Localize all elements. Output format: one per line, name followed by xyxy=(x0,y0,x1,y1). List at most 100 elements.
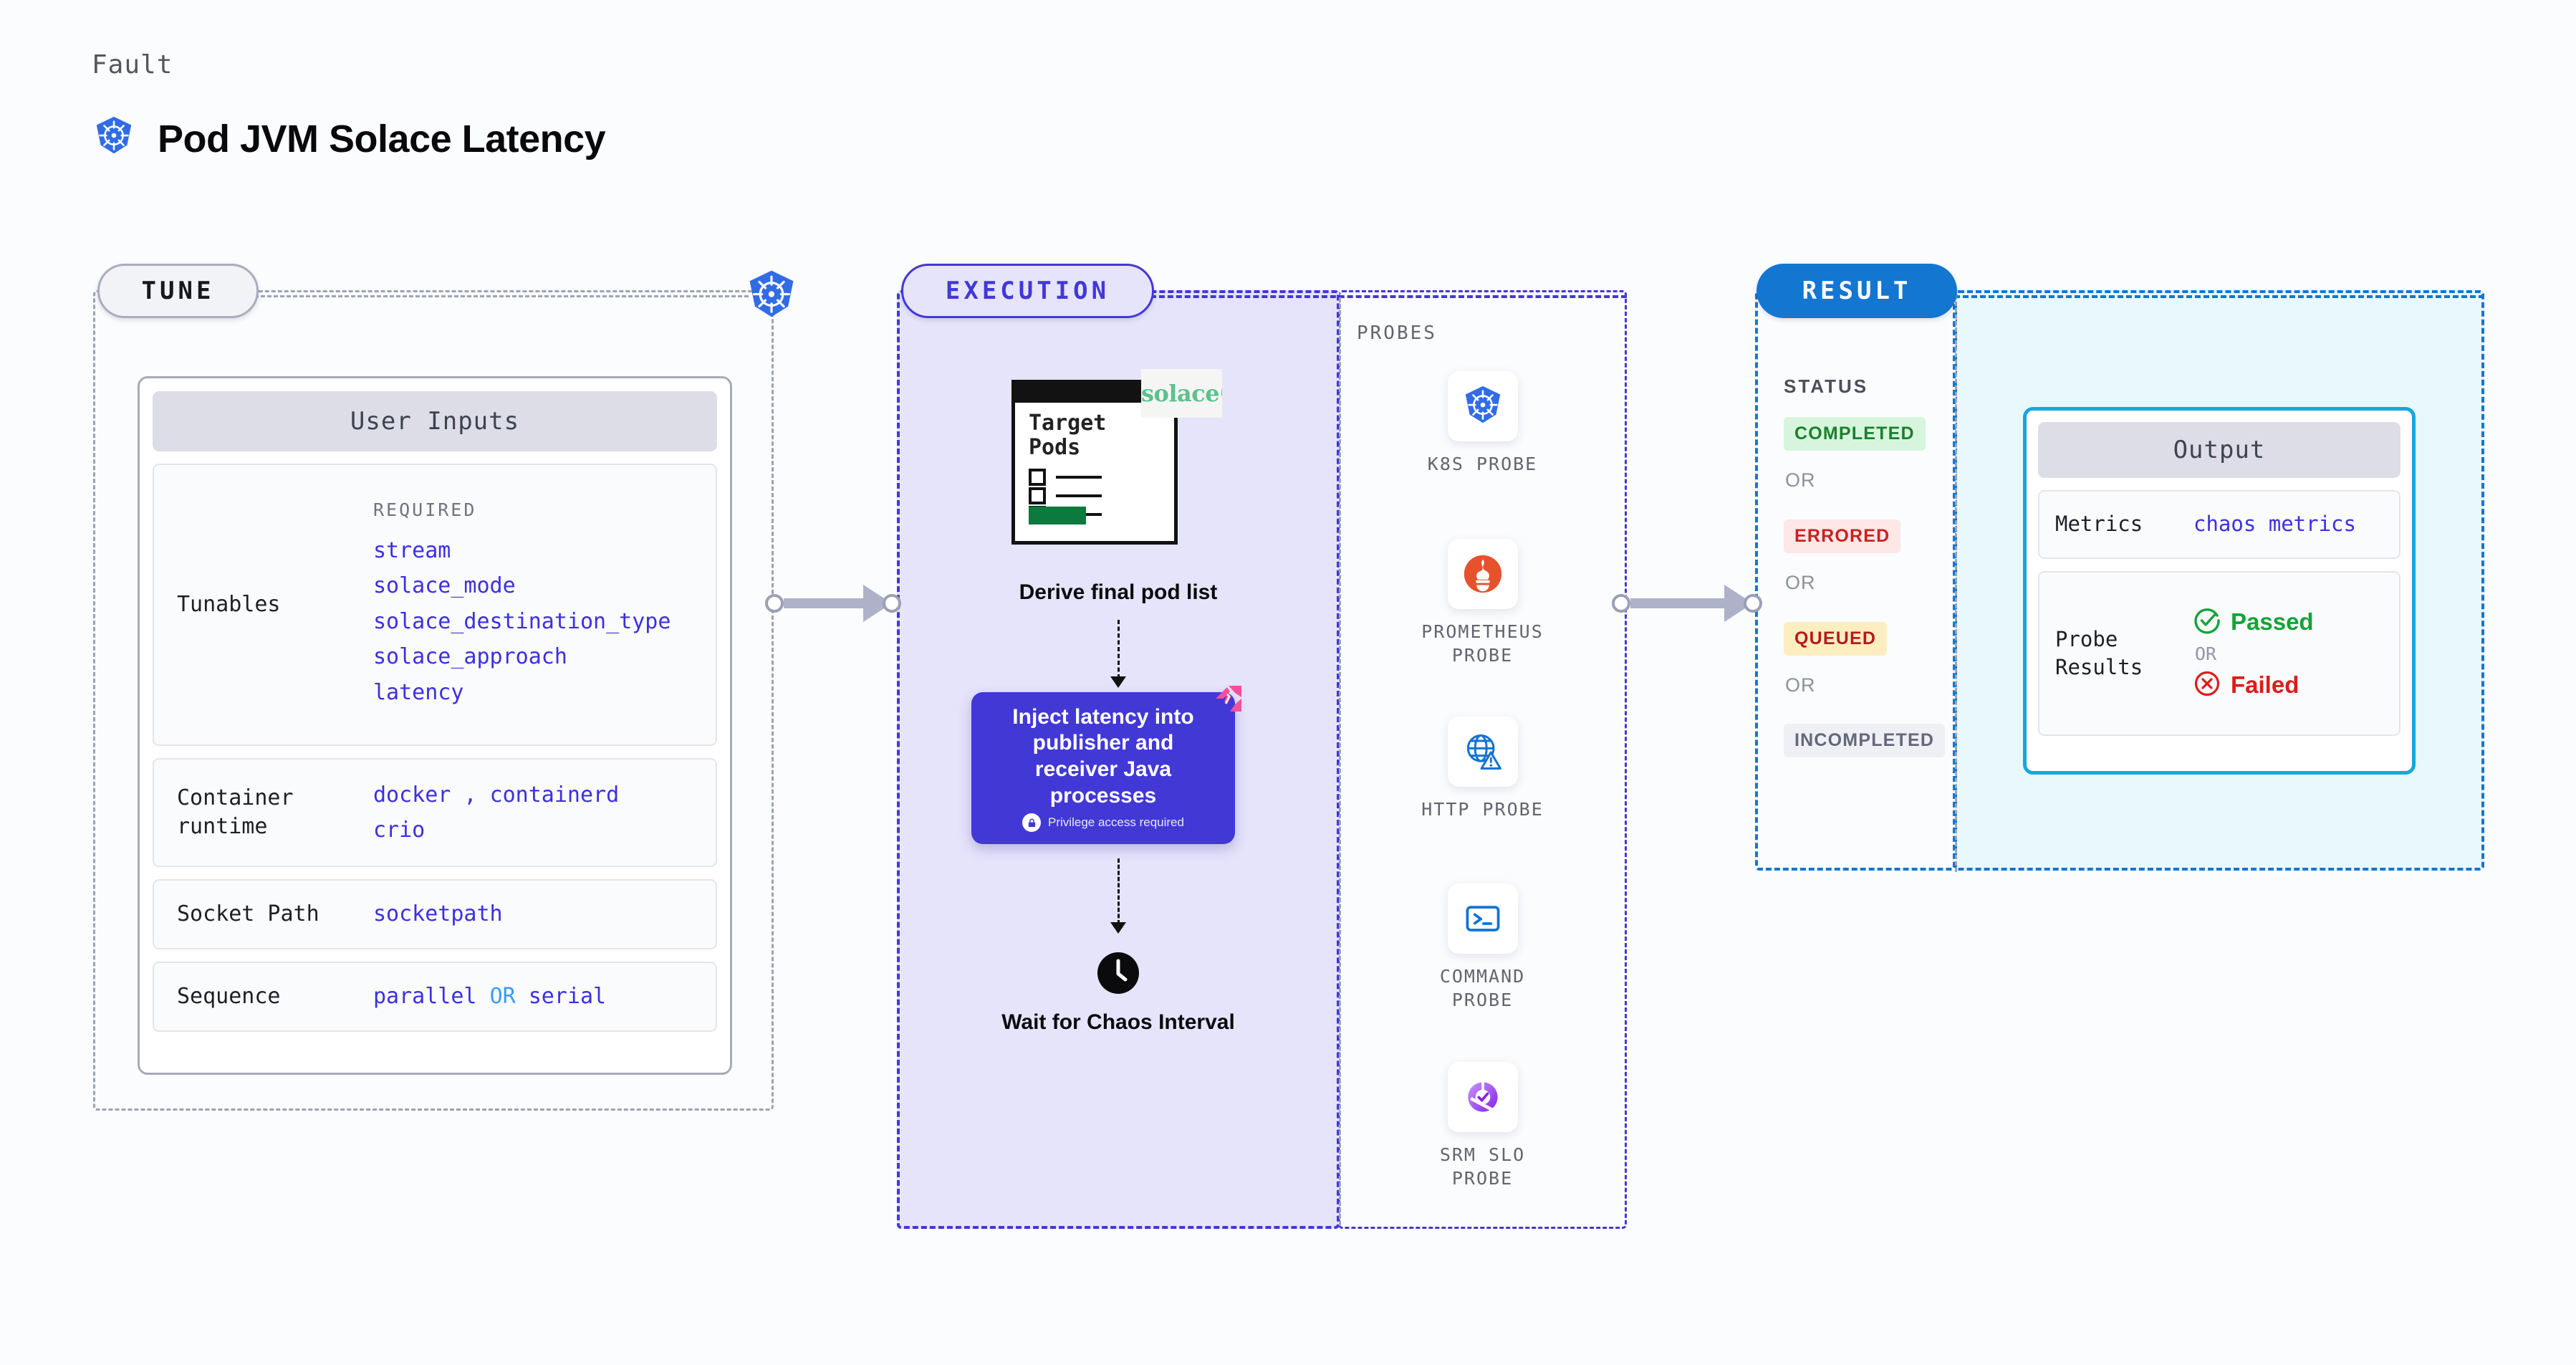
output-card-title: Output xyxy=(2038,422,2400,478)
connector-end-dot xyxy=(883,594,901,613)
value-containerd: containerd xyxy=(489,782,620,808)
page-title: Pod JVM Solace Latency xyxy=(158,117,606,161)
probe-label: HTTP PROBE xyxy=(1421,799,1544,820)
flow-arrow-head-2 xyxy=(1110,922,1126,934)
user-inputs-card-title: User Inputs xyxy=(153,391,717,451)
flow-arrow-head-1 xyxy=(1110,676,1126,688)
probe-k8s[interactable]: K8S PROBE xyxy=(1338,371,1627,476)
probe-label: SRM SLO PROBE xyxy=(1439,1144,1526,1189)
probe-http[interactable]: HTTP PROBE xyxy=(1338,717,1627,822)
sequence-row: Sequence parallel OR serial xyxy=(153,962,717,1032)
result-stage-chip[interactable]: RESULT xyxy=(1756,264,1957,318)
privilege-access-text: Privilege access required xyxy=(1048,815,1184,830)
tune-top-connector-line xyxy=(254,295,749,297)
fault-kicker: Fault xyxy=(92,50,173,80)
kubernetes-icon xyxy=(1447,371,1518,441)
result-stage-container xyxy=(1755,290,1956,871)
http-globe-warning-icon xyxy=(1447,717,1518,787)
probe-label: COMMAND PROBE xyxy=(1439,966,1526,1010)
probe-result-passed: Passed xyxy=(2193,607,2314,638)
flow-arrow-line-2 xyxy=(1118,858,1120,924)
probe-results-row-key: Probe Results xyxy=(2055,626,2143,679)
connector-tune-to-execution xyxy=(765,585,901,622)
probes-title: PROBES xyxy=(1357,322,1437,344)
tunables-row-key: Tunables xyxy=(177,591,281,617)
solace-logo: solace xyxy=(1141,369,1222,418)
socket-path-row-key: Socket Path xyxy=(177,901,319,926)
check-circle-icon xyxy=(2193,607,2221,638)
required-label: REQUIRED xyxy=(373,499,477,520)
tunables-row: Tunables REQUIRED stream solace_mode sol… xyxy=(153,464,717,746)
tune-stage-chip[interactable]: TUNE xyxy=(97,264,259,318)
inject-latency-label: Inject latency into publisher and receiv… xyxy=(1012,704,1194,808)
connector-start-dot xyxy=(1612,594,1630,613)
probe-label: K8S PROBE xyxy=(1427,454,1538,474)
status-or-2: OR xyxy=(1785,572,1816,593)
inject-latency-step: Inject latency into publisher and receiv… xyxy=(971,686,1241,844)
status-or-3: OR xyxy=(1785,674,1816,696)
socket-path-row: Socket Path socketpath xyxy=(153,879,717,949)
status-badge-completed: COMPLETED xyxy=(1784,417,1926,451)
result-divider xyxy=(1955,295,1957,872)
probe-result-passed-label: Passed xyxy=(2231,608,2314,635)
flow-arrow-line-1 xyxy=(1118,620,1120,679)
probe-result-or: OR xyxy=(2195,643,2217,664)
page-title-row: Pod JVM Solace Latency xyxy=(92,115,606,163)
tunable-value: solace_mode xyxy=(373,573,516,599)
execution-top-connector-line xyxy=(1150,295,1627,298)
target-pods-line2: Pods xyxy=(1029,434,1081,460)
probes-divider xyxy=(1339,297,1341,1225)
status-badge-queued: QUEUED xyxy=(1784,622,1888,656)
clock-icon xyxy=(1097,952,1140,995)
sequence-values: parallel OR serial xyxy=(369,979,606,1015)
probe-results-row: Probe Results Passed OR xyxy=(2038,571,2400,736)
status-title: STATUS xyxy=(1784,375,1869,397)
connector-shaft xyxy=(784,598,863,608)
target-pods-line1: Target xyxy=(1029,411,1107,436)
container-runtime-row: Container runtime docker , containerd cr… xyxy=(153,758,717,867)
connector-end-dot xyxy=(1744,594,1762,613)
value-docker: docker xyxy=(373,782,451,808)
value-separator: , xyxy=(463,782,477,808)
lock-icon xyxy=(1022,813,1042,833)
probe-results-values: Passed OR Failed xyxy=(2193,607,2314,701)
sequence-row-key: Sequence xyxy=(177,983,281,1009)
connector-execution-to-result xyxy=(1612,585,1762,622)
output-card: Output Metrics chaos metrics Probe Resul… xyxy=(2023,407,2416,775)
metrics-row: Metrics chaos metrics xyxy=(2038,490,2400,559)
tunable-value: latency xyxy=(373,679,464,705)
user-inputs-card: User Inputs Tunables REQUIRED stream sol… xyxy=(138,376,732,1075)
x-circle-icon xyxy=(2193,670,2221,701)
value-crio: crio xyxy=(373,818,426,843)
probe-command[interactable]: COMMAND PROBE xyxy=(1338,883,1627,1012)
container-runtime-row-key: Container runtime xyxy=(177,785,294,840)
metrics-row-value: chaos metrics xyxy=(2193,512,2356,537)
metrics-row-key: Metrics xyxy=(2055,512,2143,537)
tunable-value: solace_destination_type xyxy=(373,608,671,634)
container-runtime-values-line1: docker , containerd xyxy=(373,777,619,813)
status-badge-errored: ERRORED xyxy=(1784,519,1901,553)
srm-slo-donut-icon xyxy=(1447,1062,1518,1132)
probe-srm-slo[interactable]: SRM SLO PROBE xyxy=(1338,1062,1627,1190)
solace-logo-text: solace xyxy=(1141,380,1220,407)
derive-final-pod-list-label: Derive final pod list xyxy=(1019,580,1218,604)
status-badge-incompleted: INCOMPLETED xyxy=(1784,724,1946,757)
execution-stage-chip[interactable]: EXECUTION xyxy=(901,264,1154,318)
litmus-icon xyxy=(1211,683,1244,716)
probe-prometheus[interactable]: PROMETHEUS PROBE xyxy=(1338,539,1627,667)
value-serial: serial xyxy=(528,984,607,1010)
result-top-connector-line xyxy=(1954,295,2484,298)
value-parallel: parallel xyxy=(373,984,477,1010)
prometheus-icon xyxy=(1447,539,1518,609)
probe-result-failed-label: Failed xyxy=(2231,671,2299,698)
tunable-value: stream xyxy=(373,537,451,563)
value-or-keyword: OR xyxy=(489,984,516,1010)
connector-start-dot xyxy=(765,594,784,613)
status-or-1: OR xyxy=(1785,469,1816,491)
connector-shaft xyxy=(1630,598,1724,608)
probe-label: PROMETHEUS PROBE xyxy=(1421,621,1544,666)
socket-path-value: socketpath xyxy=(373,901,503,927)
terminal-icon xyxy=(1447,883,1518,954)
tunable-value: solace_approach xyxy=(373,644,567,670)
kubernetes-icon xyxy=(92,115,136,163)
